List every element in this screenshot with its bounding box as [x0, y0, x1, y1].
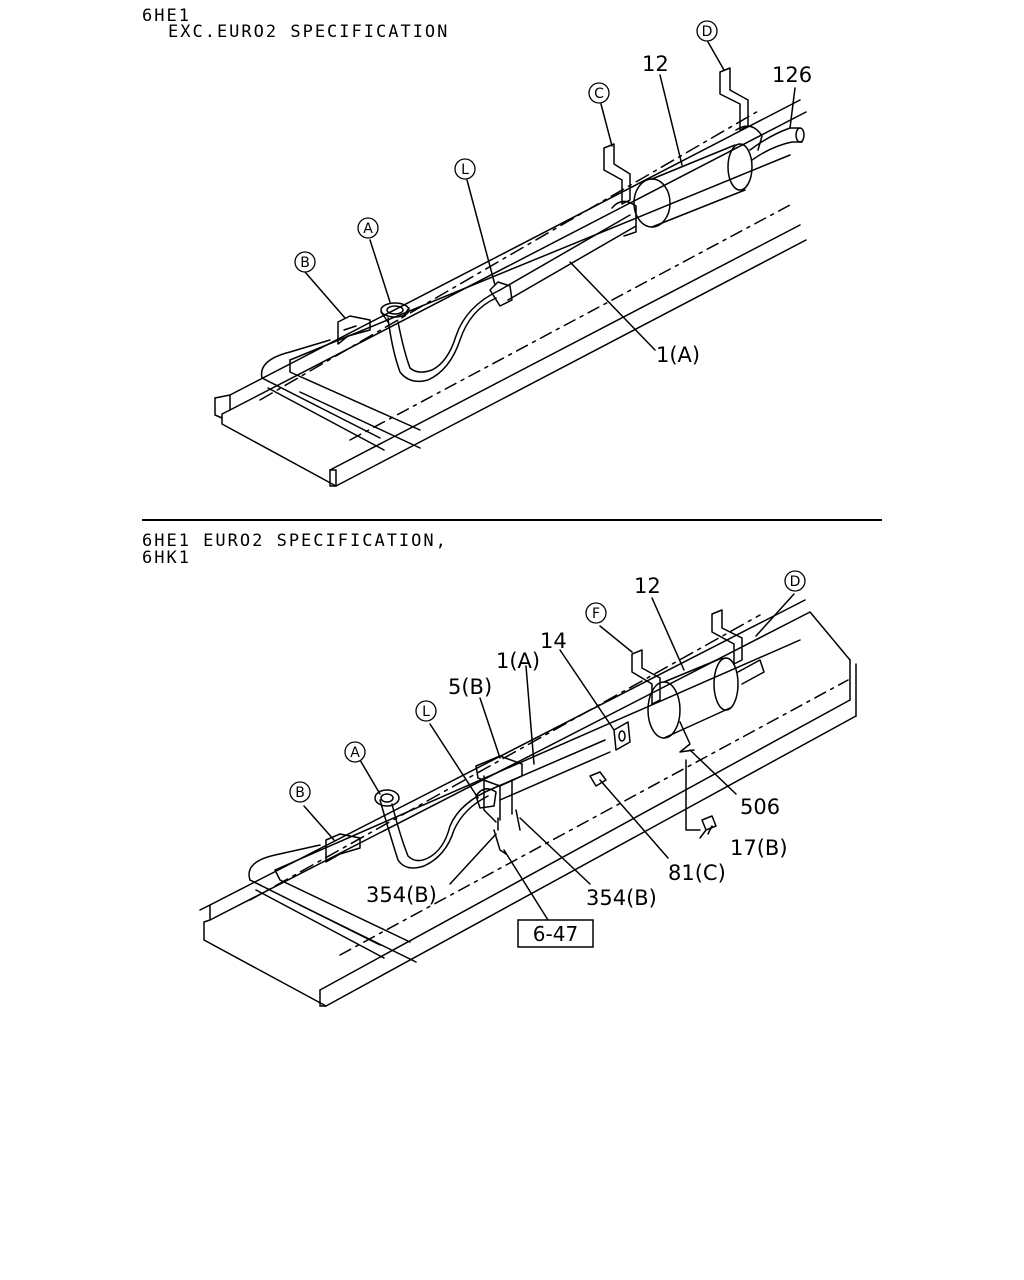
bottom-label-muffler: 12	[634, 574, 661, 598]
section-divider	[142, 519, 882, 521]
bottom-label-nut: 81(C)	[668, 861, 726, 885]
bottom-callout-f: F	[585, 602, 607, 624]
svg-text:L: L	[422, 704, 430, 720]
bottom-label-u-bolt-left: 354(B)	[366, 883, 437, 907]
top-exhaust-pipe	[337, 67, 805, 383]
bottom-header-spec: 6HE1 EURO2 SPECIFICATION,	[142, 531, 448, 551]
svg-text:A: A	[363, 221, 373, 237]
top-frame	[214, 99, 807, 487]
top-callout-c: C	[588, 82, 610, 104]
bottom-callout-a: A	[344, 741, 366, 763]
top-callout-l: L	[454, 158, 476, 180]
bottom-callout-d: D	[784, 570, 806, 592]
top-label-muffler: 12	[642, 52, 669, 76]
svg-text:A: A	[350, 745, 360, 761]
bottom-label-u-bolt-right: 354(B)	[586, 886, 657, 910]
bottom-frame	[199, 599, 857, 1007]
svg-text:L: L	[461, 162, 469, 178]
bottom-label-bracket: 5(B)	[448, 675, 492, 699]
svg-text:6-47: 6-47	[533, 922, 578, 946]
bottom-callout-l: L	[415, 700, 437, 722]
bottom-callout-b: B	[289, 781, 311, 803]
bottom-header-model: 6HK1	[142, 548, 191, 568]
top-callout-a: A	[357, 217, 379, 239]
top-label-front-pipe: 1(A)	[656, 343, 700, 367]
bottom-leader-lines	[303, 593, 795, 921]
top-callout-b: B	[294, 251, 316, 273]
top-header-model: 6HE1	[142, 6, 191, 26]
bottom-label-front-pipe: 1(A)	[496, 649, 540, 673]
top-callout-d: D	[696, 20, 718, 42]
bottom-label-bolt: 17(B)	[730, 836, 788, 860]
svg-text:D: D	[702, 24, 713, 40]
top-header-spec: EXC.EURO2 SPECIFICATION	[168, 22, 450, 42]
svg-text:C: C	[594, 86, 604, 102]
svg-text:F: F	[592, 606, 600, 622]
top-leader-lines	[304, 41, 796, 351]
svg-text:B: B	[295, 785, 305, 801]
bottom-label-gasket: 14	[540, 629, 567, 653]
bottom-exhaust-pipe	[325, 609, 765, 869]
svg-text:B: B	[300, 255, 310, 271]
page-reference-box[interactable]: 6-47	[517, 919, 594, 948]
top-label-tail-pipe: 126	[772, 63, 812, 87]
svg-text:D: D	[790, 574, 801, 590]
bottom-label-clip: 506	[740, 795, 780, 819]
